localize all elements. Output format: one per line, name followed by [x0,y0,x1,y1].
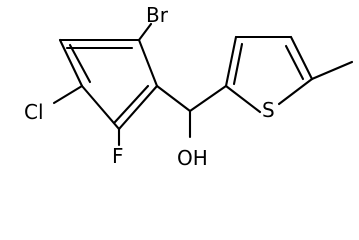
carbinol-to-thiophene-bond [188,84,228,113]
thiophene-bond-4 [277,77,314,106]
thiophene-bond-5 [224,84,262,114]
benzene-bond-2 [137,38,159,88]
thiophene-bond-3 [289,35,314,81]
c-br-bond [137,22,153,42]
hydroxyl-atom-label: OH [177,146,208,170]
benzene-bond-5-inner [68,43,92,84]
c-cl-bond [52,84,84,105]
benzene-bond-5 [58,38,84,88]
fluorine-atom-label: F [112,144,124,168]
benzene-bond-4 [80,84,121,131]
chlorine-atom-label: Cl [24,100,44,124]
benzene-bond-3 [117,84,159,131]
methyl-bond [310,60,354,81]
benzene-bond-3-inner [113,84,150,124]
thiophene-bond-1-inner [232,42,244,86]
bromine-atom-label: Br [146,3,169,27]
sulfur-atom-label: S [262,98,275,122]
thiophene-bond-3-inner [284,44,305,81]
thiophene-bond-1 [224,35,238,88]
chemical-structure: Br Cl F OH S [24,3,354,170]
ring-to-carbinol-bond [155,84,192,113]
